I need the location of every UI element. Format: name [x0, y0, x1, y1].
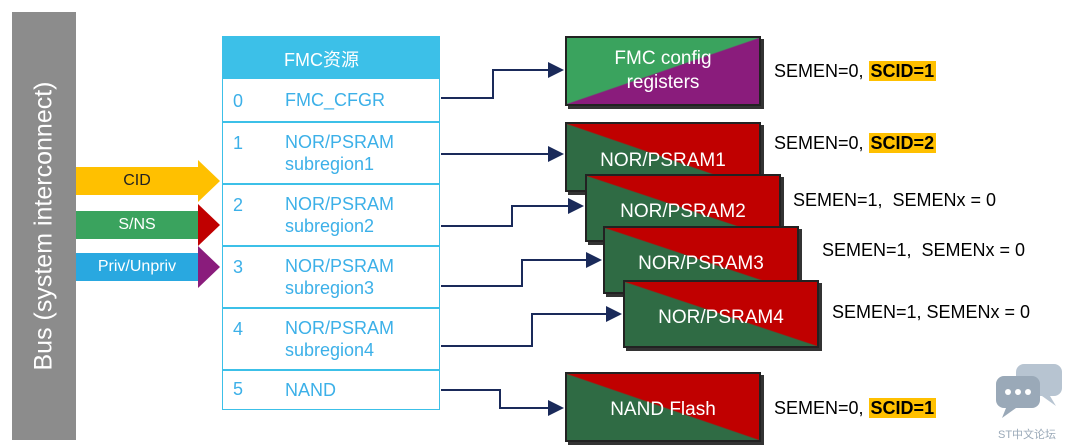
table-header: FMC资源: [222, 36, 440, 78]
nand-flash-box: NAND Flash: [565, 372, 761, 442]
row-name: NAND: [285, 380, 337, 400]
row-name: NOR/PSRAM subregion3: [285, 256, 395, 298]
resource-label: NOR/PSRAM4: [658, 307, 784, 328]
connector-arrow: [441, 62, 564, 99]
table-row: 1 NOR/PSRAM subregion1: [222, 122, 440, 184]
connector-arrow: [441, 198, 584, 227]
semaphore-config: SEMEN=1, SEMENx = 0: [822, 240, 1025, 261]
scid-highlight: SCID=1: [868, 61, 937, 81]
row-name: FMC_CFGR: [285, 90, 385, 110]
table-row: 3 NOR/PSRAM subregion3: [222, 246, 440, 308]
row-index: 5: [233, 379, 244, 399]
row-name: NOR/PSRAM subregion1: [285, 132, 395, 174]
cid-signal-arrow: CID: [76, 160, 220, 202]
resource-label: NOR/PSRAM2: [620, 201, 746, 222]
scid-highlight: SCID=1: [868, 398, 937, 418]
row-index: 4: [233, 319, 244, 339]
connector-arrow: [441, 252, 602, 287]
semaphore-config: SEMEN=0, SCID=1: [774, 398, 937, 419]
row-index: 0: [233, 91, 244, 111]
connector-arrow: [441, 306, 622, 347]
priv-signal-arrow: Priv/Unpriv: [76, 246, 220, 288]
sns-arrow-head: [198, 204, 220, 246]
table-row: 4 NOR/PSRAM subregion4: [222, 308, 440, 370]
semaphore-text: SEMEN=0,: [774, 133, 869, 153]
row-index: 3: [233, 257, 244, 277]
row-index: 1: [233, 133, 244, 153]
semaphore-text: SEMEN=1, SEMENx = 0: [822, 240, 1026, 260]
row-index: 2: [233, 195, 244, 215]
sns-signal-label: S/NS: [76, 211, 198, 239]
chat-bubbles-icon: [996, 364, 1062, 418]
scid-highlight: SCID=2: [868, 133, 937, 153]
row-name: NOR/PSRAM subregion4: [285, 318, 395, 360]
resource-label: NOR/PSRAM1: [600, 150, 726, 171]
fmc-config-registers-box: FMC config registers: [565, 36, 761, 106]
priv-arrow-head: [198, 246, 220, 288]
table-header-label: FMC资源: [284, 50, 359, 70]
semaphore-config: SEMEN=1, SEMENx = 0: [793, 190, 996, 211]
semaphore-text: SEMEN=0,: [774, 61, 869, 81]
watermark-label: ST中文论坛: [998, 429, 1057, 441]
semaphore-config: SEMEN=0, SCID=1: [774, 61, 937, 82]
semaphore-config: SEMEN=0, SCID=2: [774, 133, 937, 154]
system-bus-bar: Bus (system interconnect): [12, 12, 76, 440]
table-row: 2 NOR/PSRAM subregion2: [222, 184, 440, 246]
resource-label: NAND Flash: [610, 399, 716, 420]
table-row: 5 NAND: [222, 370, 440, 410]
cid-arrow-head: [198, 160, 220, 202]
sns-signal-arrow: S/NS: [76, 204, 220, 246]
semaphore-text: SEMEN=1, SEMENx = 0: [832, 302, 1031, 322]
table-row: 0 FMC_CFGR: [222, 78, 440, 122]
priv-signal-label: Priv/Unpriv: [76, 253, 198, 281]
nor-psram4-box: NOR/PSRAM4: [623, 280, 819, 348]
resource-label: NOR/PSRAM3: [638, 253, 764, 274]
resource-label: FMC config registers: [614, 48, 712, 93]
semaphore-config: SEMEN=1, SEMENx = 0: [832, 302, 1030, 323]
semaphore-text: SEMEN=0,: [774, 398, 869, 418]
row-name: NOR/PSRAM subregion2: [285, 194, 395, 236]
semaphore-text: SEMEN=1, SEMENx = 0: [793, 190, 997, 210]
cid-signal-label: CID: [76, 167, 198, 195]
connector-arrow: [441, 389, 564, 416]
